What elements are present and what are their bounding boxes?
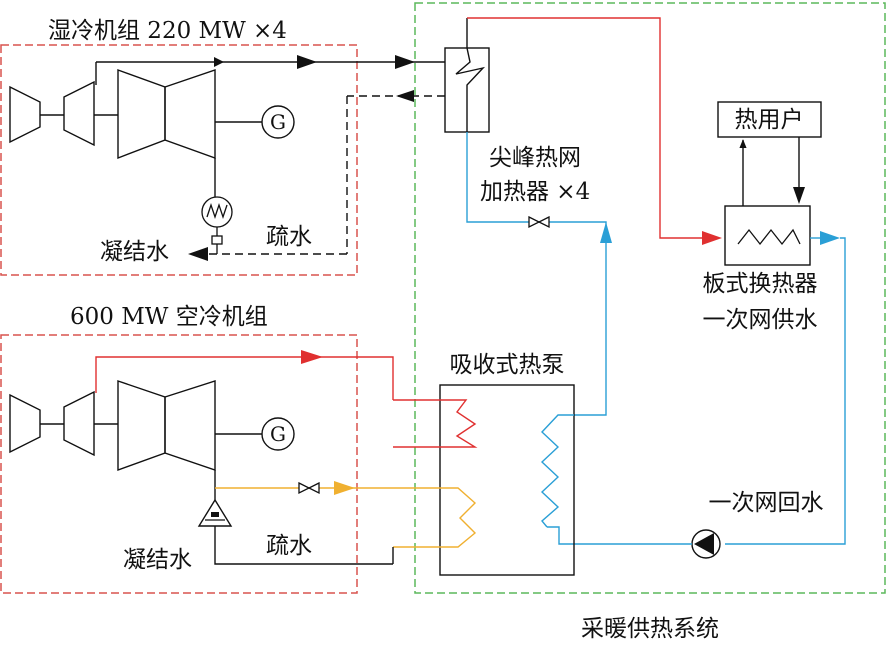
air-condenser-icon: [197, 498, 233, 527]
peak-heater-label-1: 尖峰热网: [489, 145, 581, 171]
drain-label-top: 疏水: [266, 224, 312, 250]
condensate-label-top: 凝结水: [100, 239, 169, 265]
plate-hx-label-1: 板式换热器: [703, 271, 818, 297]
heating-system-frame: [414, 2, 886, 594]
primary-return-label: 一次网回水: [709, 490, 824, 516]
valve-icon-bottom: [298, 481, 320, 495]
turbine-icon-bottom: [9, 380, 216, 471]
plate-hx-label-2: 一次网供水: [703, 307, 818, 333]
generator-icon: G: [261, 105, 295, 139]
air-unit-title: 600 MW 空冷机组: [70, 304, 268, 330]
turbine-icon: [9, 69, 216, 160]
air-cooling-unit-frame: [0, 334, 358, 594]
absorption-heat-pump-label: 吸收式热泵: [450, 352, 565, 378]
generator-icon-bottom: G: [261, 417, 295, 451]
absorption-heat-pump-box: [439, 384, 575, 576]
condensate-label-bottom: 凝结水: [123, 547, 192, 573]
drain-label-bottom: 疏水: [266, 533, 312, 559]
heat-user-label: 热用户: [735, 107, 804, 133]
wet-cooling-unit-frame: [0, 44, 358, 276]
heat-user-box: [717, 101, 822, 138]
generator-label-bottom: G: [270, 422, 286, 446]
heating-system-title: 采暖供热系统: [581, 616, 719, 642]
condenser-icon: [201, 196, 233, 254]
wet-unit-title: 湿冷机组 220 MW ×4: [48, 18, 287, 44]
generator-label: G: [270, 110, 286, 134]
pump-icon: [691, 529, 721, 559]
peak-heater-label-2: 加热器 ×4: [480, 179, 590, 205]
valve-icon: [528, 215, 550, 229]
